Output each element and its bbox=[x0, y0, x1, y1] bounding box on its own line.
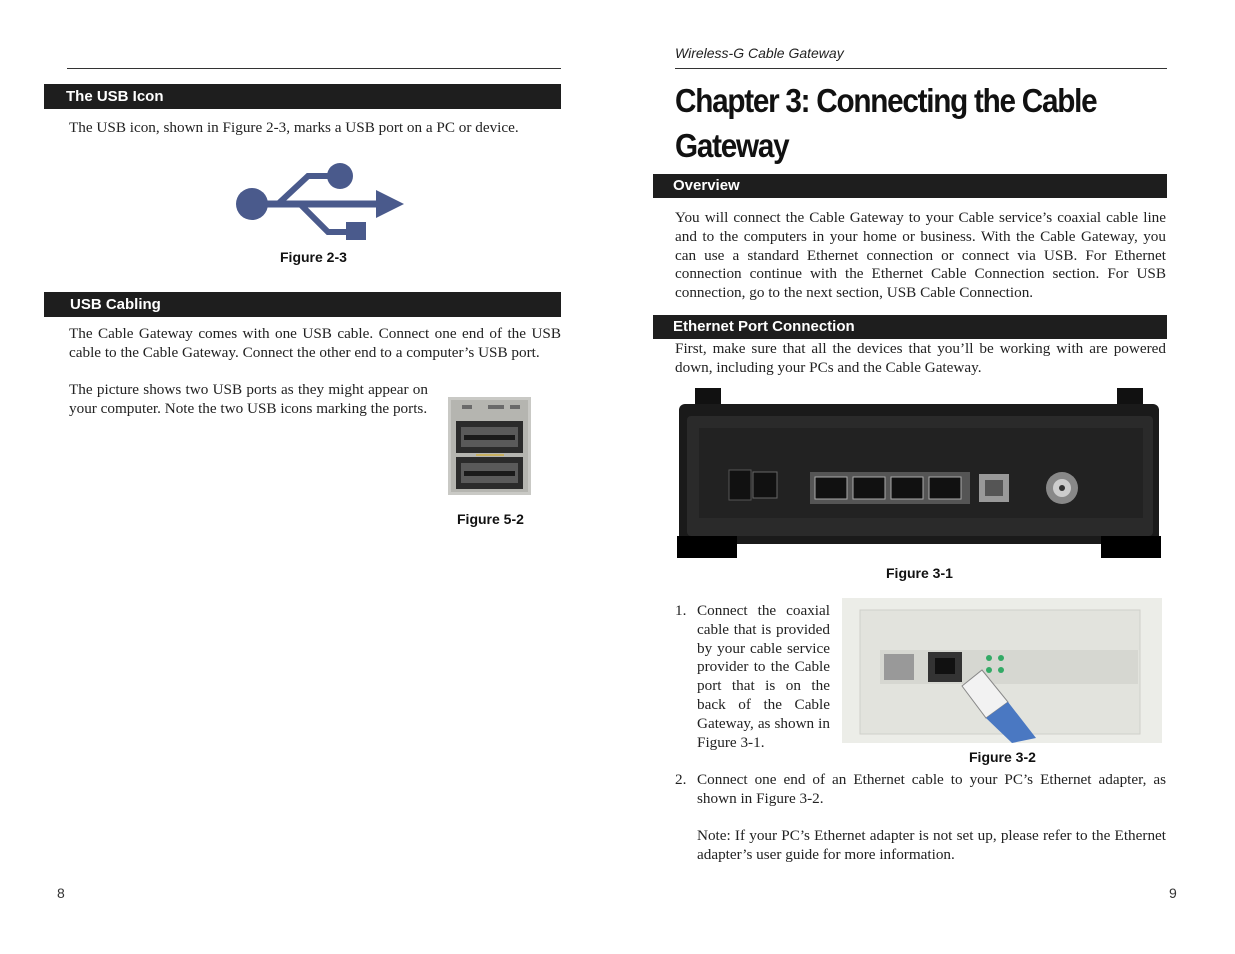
ethernet-intro-paragraph: First, make sure that all the devices th… bbox=[675, 340, 1166, 376]
figure-2-3-caption: Figure 2-3 bbox=[280, 249, 347, 265]
heading-usb-icon-label: The USB Icon bbox=[66, 88, 164, 105]
figure-3-2-caption: Figure 3-2 bbox=[969, 749, 1036, 765]
chapter-title: Chapter 3: Connecting the Cable Gateway bbox=[675, 82, 1098, 164]
figure-3-1-caption: Figure 3-1 bbox=[886, 565, 953, 581]
heading-usb-cabling-label: USB Cabling bbox=[70, 296, 161, 313]
heading-ethernet-port-connection: Ethernet Port Connection bbox=[653, 315, 1167, 339]
usb-icon-paragraph: The USB icon, shown in Figure 2-3, marks… bbox=[69, 119, 519, 136]
router-back-photo bbox=[677, 388, 1161, 558]
running-header: Wireless-G Cable Gateway bbox=[675, 45, 844, 61]
step-1-text: Connect the coaxial cable that is provid… bbox=[697, 602, 830, 751]
heading-overview-label: Overview bbox=[673, 177, 740, 194]
figure-5-2-caption: Figure 5-2 bbox=[457, 511, 524, 527]
left-top-rule bbox=[67, 68, 561, 69]
usb-icon bbox=[234, 160, 406, 242]
heading-ethernet-label: Ethernet Port Connection bbox=[673, 318, 855, 335]
heading-overview: Overview bbox=[653, 174, 1167, 198]
step-2-text: Connect one end of an Ethernet cable to … bbox=[697, 771, 1166, 807]
usb-cabling-paragraph-1: The Cable Gateway comes with one USB cab… bbox=[69, 325, 561, 361]
usb-ports-photo bbox=[448, 397, 531, 495]
heading-usb-cabling: USB Cabling bbox=[44, 292, 561, 317]
usb-cabling-paragraph-2: The picture shows two USB ports as they … bbox=[69, 381, 428, 417]
page-number-left: 8 bbox=[57, 885, 65, 901]
step-1-number: 1. bbox=[675, 602, 687, 619]
note-text: Note: If your PC’s Ethernet adapter is n… bbox=[697, 827, 1166, 863]
right-top-rule bbox=[675, 68, 1167, 69]
page-number-right: 9 bbox=[1169, 885, 1177, 901]
step-2-number: 2. bbox=[675, 771, 687, 788]
ethernet-adapter-photo bbox=[842, 598, 1162, 743]
heading-usb-icon: The USB Icon bbox=[44, 84, 561, 109]
overview-paragraph: You will connect the Cable Gateway to yo… bbox=[675, 209, 1166, 302]
